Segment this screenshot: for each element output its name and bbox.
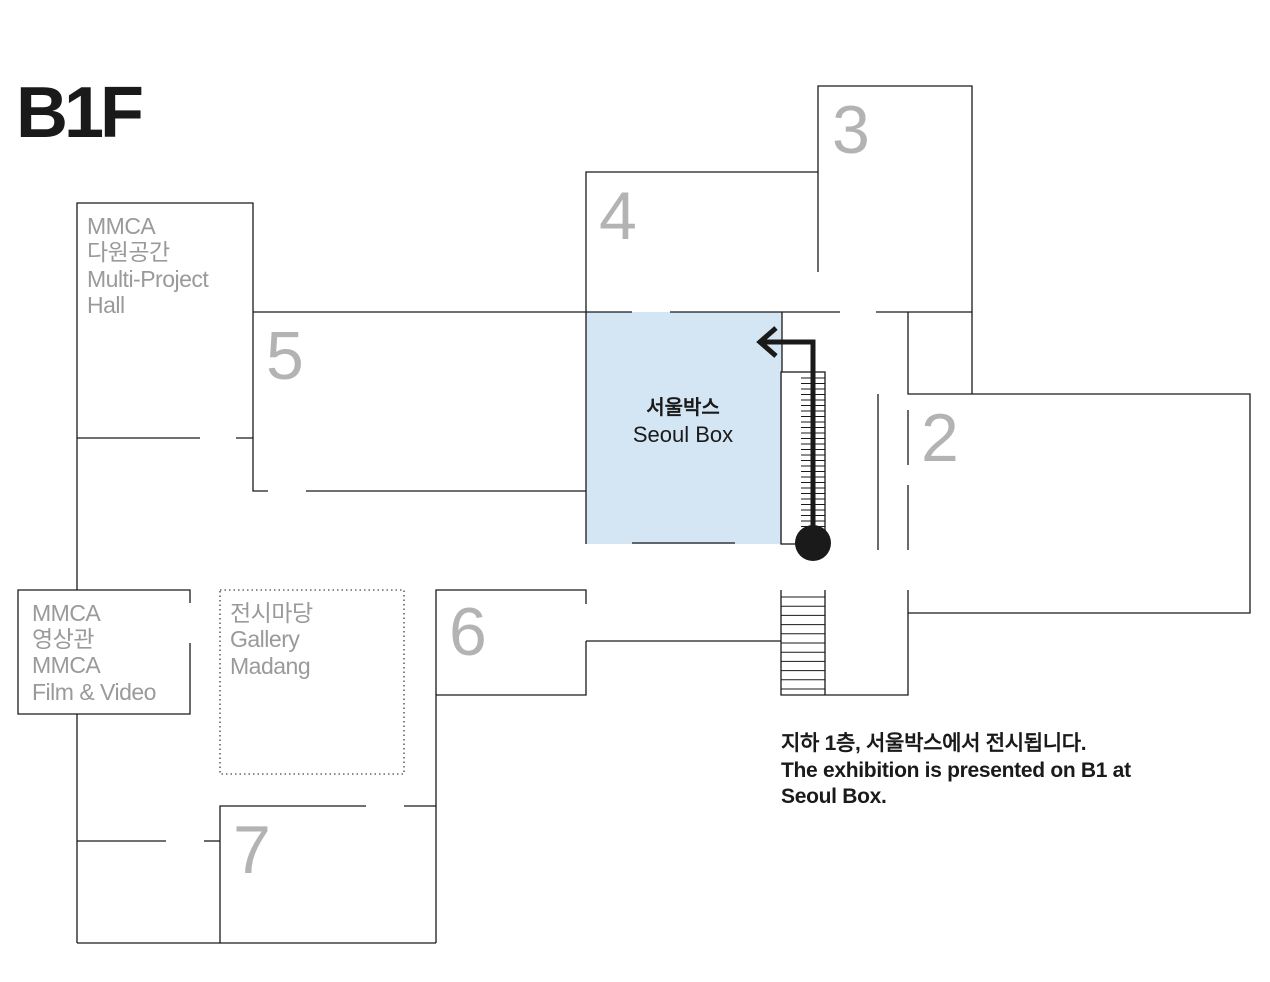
film-video-label[interactable]: MMCA 영상관 MMCA Film & Video	[32, 600, 156, 705]
you-are-here-marker	[795, 525, 831, 561]
gallery-madang-boundary	[219, 589, 405, 775]
route-arrow	[756, 326, 816, 543]
seoul-box-area[interactable]	[586, 312, 782, 544]
seoul-box-korean: 서울박스	[646, 396, 720, 419]
exhibition-note: 지하 1층, 서울박스에서 전시됩니다. The exhibition is p…	[781, 732, 1131, 808]
hall-line-3: Multi-Project	[87, 266, 209, 292]
room-number-6[interactable]: 6	[449, 594, 487, 670]
room-number-2[interactable]: 2	[921, 400, 959, 476]
note-korean: 지하 1층, 서울박스에서 전시됩니다.	[781, 732, 1086, 755]
madang-line-3: Madang	[230, 653, 310, 679]
room-number-3[interactable]: 3	[832, 92, 870, 168]
multi-project-hall-label[interactable]: MMCA 다원공간 Multi-Project Hall	[87, 213, 210, 318]
hall-line-4: Hall	[87, 292, 125, 318]
seoul-box-english: Seoul Box	[633, 422, 733, 447]
upper-staircase	[780, 371, 826, 545]
film-line-3: MMCA	[32, 652, 101, 678]
hall-line-2: 다원공간	[87, 239, 170, 265]
seoul-box-label[interactable]: 서울박스 Seoul Box	[633, 396, 733, 447]
lower-staircase	[781, 596, 825, 690]
gallery-madang-label[interactable]: 전시마당 Gallery Madang	[230, 600, 313, 679]
film-line-4: Film & Video	[32, 679, 156, 705]
note-english-line-1: The exhibition is presented on B1 at	[781, 759, 1131, 782]
room-number-7[interactable]: 7	[233, 812, 271, 888]
hall-line-1: MMCA	[87, 213, 156, 239]
madang-line-1: 전시마당	[230, 600, 313, 626]
film-line-2: 영상관	[32, 626, 94, 652]
room-number-5[interactable]: 5	[266, 318, 304, 394]
madang-line-2: Gallery	[230, 626, 300, 652]
film-line-1: MMCA	[32, 600, 101, 626]
note-english-line-2: Seoul Box.	[781, 785, 887, 808]
room-number-4[interactable]: 4	[599, 178, 637, 254]
floor-label: B1F	[16, 73, 142, 153]
